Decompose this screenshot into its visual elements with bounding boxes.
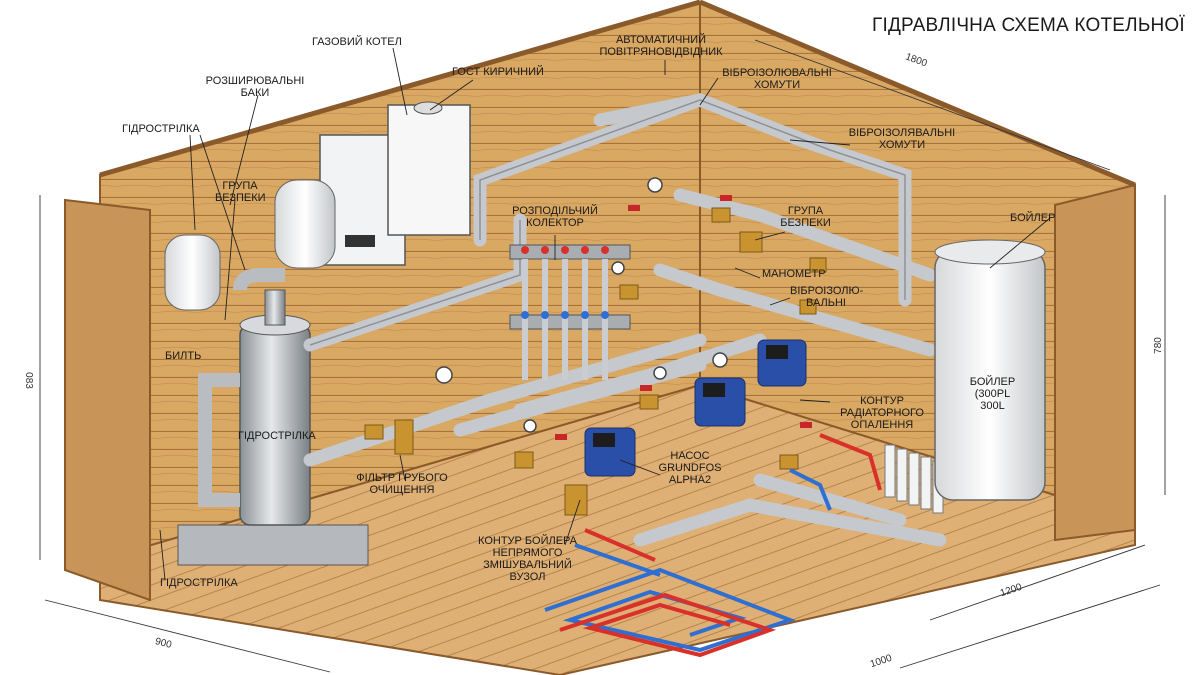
distribution-collector bbox=[509, 244, 631, 380]
label-boiler-tag: БОЙЛЕР bbox=[1010, 212, 1056, 224]
label-coarse-filter: ФІЛЬТР ГРУБОГО ОЧИЩЕННЯ bbox=[356, 472, 448, 496]
label-distribution-collector: РОЗПОДІЛЬЧИЙ КОЛЕКТОР bbox=[512, 205, 598, 229]
expansion-tanks bbox=[164, 179, 336, 311]
label-safety-group-left: ГРУПА БЕЗПЕКИ bbox=[215, 180, 266, 204]
underfloor-loops bbox=[544, 433, 882, 658]
leader-lines bbox=[159, 47, 1051, 581]
hot-water-cylinder bbox=[934, 239, 1046, 501]
label-bilty: БИЛТЬ bbox=[165, 350, 202, 362]
label-vibration-clamps-1: ВІБРОІЗОЛЮВАЛЬНІ ХОМУТИ bbox=[722, 67, 832, 91]
label-vibration-small: ВІБРОІЗОЛЮ-ВАЛЬНІ bbox=[790, 285, 864, 309]
label-air-vent: АВТОМАТИЧНИЙ ПОВІТРЯНОВІДВІДНИК bbox=[599, 34, 723, 58]
label-gost: ГОСТ КИРИЧНИЙ bbox=[452, 66, 544, 78]
label-boiler-body: БОЙЛЕР (300PL 300L bbox=[969, 376, 1016, 412]
label-manometer: МАНОМЕТР bbox=[762, 268, 826, 280]
red-handles bbox=[555, 195, 812, 440]
label-expansion-tanks: РОЗШИРЮВАЛЬНІ БАКИ bbox=[205, 75, 305, 99]
dimension-right: 780 bbox=[1152, 337, 1164, 354]
hydraulic-separator bbox=[177, 268, 369, 566]
label-hydraulic-separator-center: ГІДРОСТРІЛКА bbox=[238, 430, 316, 442]
label-hydraulic-separator-top: ГІДРОСТРІЛКА bbox=[122, 123, 200, 135]
label-hydraulic-separator-bottom: ГІДРОСТРІЛКА bbox=[160, 577, 238, 589]
manometers bbox=[435, 177, 728, 433]
diagram-title: ГІДРАВЛІЧНА СХЕМА КОТЕЛЬНОЇ bbox=[872, 15, 1185, 36]
coarse-filter bbox=[394, 419, 414, 455]
dimension-left: 083 bbox=[22, 372, 34, 389]
right-wall-cut bbox=[1054, 183, 1136, 542]
label-safety-group-right: ГРУПА БЕЗПЕКИ bbox=[780, 205, 831, 229]
label-boiler-circuit: КОНТУР БОЙЛЕРА НЕПРЯМОГО ЗМІШУВАЛЬНИЙ ВУ… bbox=[478, 535, 577, 583]
label-vibration-clamps-2: ВІБРОІЗОЛЯВАЛЬНІ ХОМУТИ bbox=[848, 127, 956, 151]
valves-and-gauges bbox=[364, 207, 827, 516]
circulation-pumps bbox=[584, 339, 807, 477]
label-gas-boiler: ГАЗОВИЙ КОТЕЛ bbox=[312, 36, 402, 48]
label-radiator-circuit: КОНТУР РАДІАТОРНОГО ОПАЛЕННЯ bbox=[840, 395, 924, 431]
label-pump: НАСОС GRUNDFOS ALPHA2 bbox=[658, 450, 722, 486]
dimension-lines bbox=[39, 39, 1166, 673]
left-wall-cut bbox=[64, 198, 151, 602]
